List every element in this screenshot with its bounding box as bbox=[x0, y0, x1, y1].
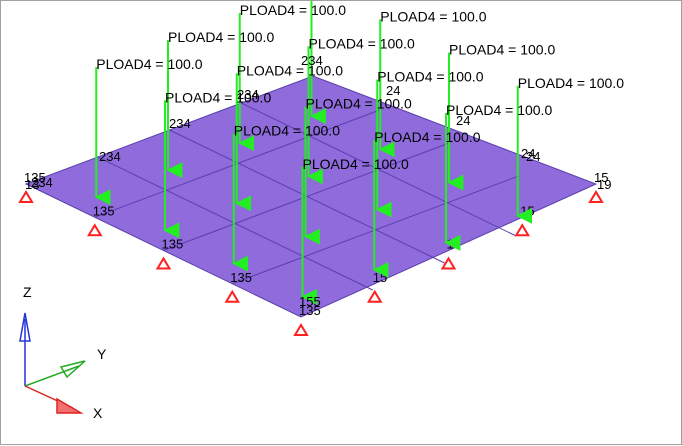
constraint-marker[interactable]: 135 bbox=[293, 303, 321, 336]
pressure-load[interactable]: PLOAD4 = 100.0 bbox=[516, 75, 624, 224]
pressure-load[interactable]: PLOAD4 = 100.0 bbox=[238, 2, 346, 152]
load-label: PLOAD4 = 100.0 bbox=[446, 102, 552, 118]
pressure-load[interactable]: PLOAD4 = 100.0 bbox=[447, 42, 555, 191]
constraint-label: 15 bbox=[373, 270, 387, 285]
constraint-label: 15 bbox=[520, 203, 534, 218]
y-arrow-icon bbox=[59, 360, 86, 379]
constraint-marker[interactable]: 15 bbox=[588, 170, 608, 203]
pressure-load[interactable]: PLOAD4 = 100.0 bbox=[372, 129, 481, 278]
constraint-label: 135 bbox=[299, 303, 321, 318]
pressure-load[interactable]: PLOAD4 = 100.0 bbox=[303, 96, 412, 245]
triangle-icon bbox=[86, 223, 103, 237]
triangle-icon bbox=[588, 190, 604, 203]
load-label: PLOAD4 = 100.0 bbox=[168, 29, 274, 45]
constraint-label: 15 bbox=[594, 170, 608, 185]
id-label: 234 bbox=[237, 87, 259, 102]
axis-triad: Z Y X bbox=[19, 284, 107, 421]
id-label: 24 bbox=[526, 149, 540, 164]
pressure-load[interactable]: PLOAD4 = 100.0 bbox=[300, 156, 409, 305]
triangle-icon bbox=[366, 289, 383, 303]
load-label: PLOAD4 = 100.0 bbox=[237, 62, 343, 78]
pressure-load[interactable]: PLOAD4 = 100.0 bbox=[309, 1, 418, 125]
triangle-icon bbox=[224, 289, 241, 303]
id-label: 24 bbox=[521, 146, 535, 161]
constraint-label: 135 bbox=[24, 170, 46, 185]
pressure-load[interactable]: PLOAD4 = 100.0 bbox=[94, 56, 203, 206]
id-label: 234 bbox=[301, 53, 323, 68]
id-label: 24 bbox=[456, 113, 470, 128]
load-label: PLOAD4 = 100.0 bbox=[309, 35, 415, 51]
id-label: 234 bbox=[169, 116, 191, 131]
pressure-load[interactable]: PLOAD4 = 100.0 bbox=[375, 69, 484, 218]
constraint-marker[interactable]: 135 bbox=[155, 237, 184, 270]
z-axis-label: Z bbox=[23, 284, 32, 300]
y-axis-label: Y bbox=[97, 346, 107, 362]
pressure-load[interactable]: PLOAD4 = 100.0 bbox=[163, 89, 271, 239]
id-label: 19 bbox=[597, 177, 611, 192]
id-label: 24 bbox=[386, 83, 400, 98]
pressure-load[interactable]: PLOAD4 = 100.0 bbox=[166, 29, 274, 179]
triangle-icon bbox=[440, 256, 457, 270]
pressure-load[interactable]: PLOAD4 = 100.0 bbox=[235, 62, 343, 212]
triangle-icon bbox=[293, 323, 309, 336]
x-arrow-icon bbox=[56, 397, 84, 414]
pressure-load[interactable]: PLOAD4 = 100.0 bbox=[444, 102, 552, 251]
load-label: PLOAD4 = 100.0 bbox=[518, 75, 624, 91]
load-label: PLOAD4 = 100.0 bbox=[240, 2, 346, 18]
mesh-lines bbox=[94, 102, 520, 291]
constraint-label: 135 bbox=[162, 237, 184, 252]
id-label: 234 bbox=[31, 175, 53, 190]
pressure-load[interactable]: PLOAD4 = 100.0 bbox=[232, 123, 340, 272]
x-axis-label: X bbox=[93, 405, 103, 421]
constraint-marker[interactable]: 135 bbox=[18, 170, 46, 203]
load-label: PLOAD4 = 100.0 bbox=[234, 123, 340, 139]
constraint-label: 15 bbox=[447, 237, 461, 252]
y-axis bbox=[24, 365, 80, 387]
z-arrow-icon bbox=[19, 312, 31, 342]
mesh-line bbox=[169, 129, 445, 264]
load-label: PLOAD4 = 100.0 bbox=[380, 8, 486, 24]
load-label: PLOAD4 = 100.0 bbox=[165, 89, 271, 105]
constraint-label: 135 bbox=[93, 203, 115, 218]
triangle-icon bbox=[18, 190, 34, 203]
load-label: PLOAD4 = 100.0 bbox=[96, 56, 202, 72]
constraint-label: 135 bbox=[230, 270, 252, 285]
id-label: 155 bbox=[299, 294, 321, 309]
constraint-marker[interactable]: 135 bbox=[224, 270, 252, 303]
triangle-icon bbox=[155, 256, 172, 270]
id-label: 13 bbox=[25, 177, 39, 192]
load-label: PLOAD4 = 100.0 bbox=[303, 156, 409, 172]
mesh-line bbox=[241, 102, 517, 237]
id-label: 234 bbox=[99, 149, 121, 164]
constraint-marker[interactable]: 135 bbox=[86, 203, 115, 237]
load-label: PLOAD4 = 100.0 bbox=[374, 129, 480, 145]
constraints-layer: 135 135 135 135 135 15 15 15 15 bbox=[18, 170, 608, 336]
mesh-line bbox=[232, 175, 520, 285]
load-label: PLOAD4 = 100.0 bbox=[449, 42, 555, 58]
pressure-load[interactable]: PLOAD4 = 100.0 bbox=[306, 35, 415, 185]
pressure-load[interactable]: PLOAD4 = 100.0 bbox=[378, 8, 487, 158]
load-label: PLOAD4 = 100.0 bbox=[377, 69, 483, 85]
triangle-icon bbox=[514, 223, 531, 237]
load-label: PLOAD4 = 100.0 bbox=[306, 96, 412, 112]
